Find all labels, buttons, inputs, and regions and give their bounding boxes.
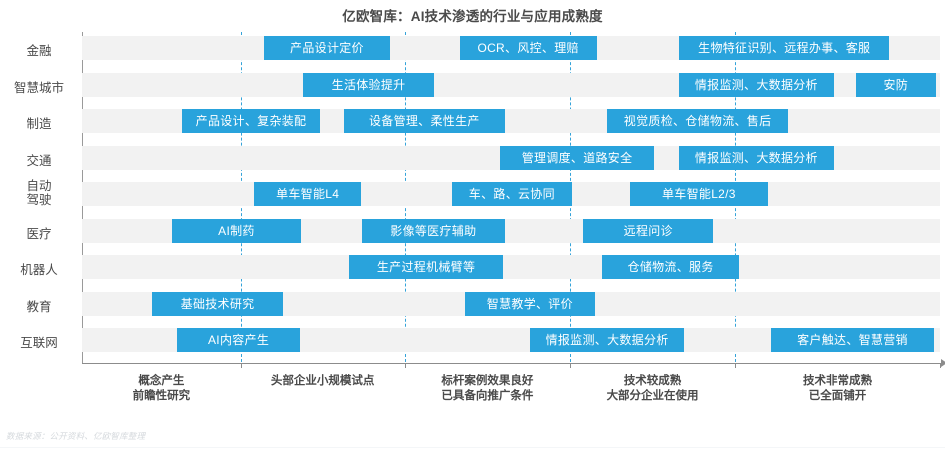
x-axis-tick [404, 363, 406, 368]
x-axis-arrow-icon [941, 359, 945, 367]
bar-segment[interactable]: 情报监测、大数据分析 [529, 328, 685, 352]
y-axis-label: 制造 [26, 117, 52, 131]
y-axis-label: 教育 [26, 299, 52, 314]
bar-segment[interactable]: 基础技术研究 [152, 291, 283, 316]
y-axis-label: 医疗 [26, 226, 52, 241]
x-axis-line [82, 363, 944, 364]
bar-segment[interactable]: 生产过程机械臂等 [348, 255, 504, 279]
x-axis-stage-label: 技术非常成熟已全面铺开 [802, 375, 872, 402]
bar-segment[interactable]: 设备管理、柔性生产 [343, 109, 505, 133]
bar-segment[interactable]: 客户触达、智慧营销 [770, 328, 934, 352]
y-axis-labels: 金融智慧城市制造交通自动驾驶医疗机器人教育互联网 [0, 32, 78, 362]
bar-segment[interactable]: 视觉质检、仓储物流、售后 [607, 109, 789, 133]
bar-segment[interactable]: 生物特征识别、远程办事、客服 [679, 36, 890, 60]
bar-segment[interactable]: AI内容产生 [177, 328, 300, 352]
x-axis-tick [240, 363, 242, 368]
footer-divider [0, 447, 945, 448]
bar-segment[interactable]: 影像等医疗辅助 [361, 218, 505, 243]
y-axis-label: 智慧城市 [13, 80, 64, 95]
bar-segment[interactable]: 情报监测、大数据分析 [679, 72, 834, 97]
bar-segment[interactable]: OCR、风控、理赔 [459, 36, 597, 60]
bar-segment[interactable]: 管理调度、道路安全 [499, 145, 655, 170]
x-axis-tick [570, 363, 572, 368]
y-axis-label: 互联网 [20, 336, 58, 350]
x-axis-stage-label: 标杆案例效果良好已具备向推广条件 [441, 375, 534, 402]
source-note: 数据来源：公开资料、亿欧智库整理 [6, 431, 146, 441]
y-axis-label: 金融 [26, 44, 52, 58]
bar-segment[interactable]: 产品设计、复杂装配 [182, 109, 320, 133]
y-axis-label: 自动驾驶 [26, 179, 52, 207]
x-axis-stage-label: 头部企业小规模试点 [270, 375, 375, 387]
bar-segment[interactable]: 安防 [855, 72, 936, 97]
y-axis-label: 交通 [26, 153, 52, 168]
bar-segment[interactable]: 单车智能L2/3 [630, 182, 768, 206]
page-title: 亿欧智库：AI技术渗透的行业与应用成熟度 [342, 9, 603, 24]
x-axis-stage-label: 技术较成熟大部分企业在使用 [606, 375, 699, 402]
bar-segment[interactable]: 情报监测、大数据分析 [679, 145, 834, 170]
bar-segment[interactable]: AI制药 [172, 218, 301, 243]
x-axis-tick [734, 363, 736, 368]
x-axis-stage-label: 概念产生前瞻性研究 [132, 375, 191, 402]
row-band [82, 255, 940, 279]
y-axis-label: 机器人 [20, 263, 58, 277]
bar-segment[interactable]: 智慧教学、评价 [464, 291, 596, 316]
bar-segment[interactable]: 产品设计定价 [263, 36, 391, 60]
bar-segment[interactable]: 生活体验提升 [303, 72, 434, 97]
bar-segment[interactable]: 单车智能L4 [254, 182, 361, 206]
bar-segment[interactable]: 仓储物流、服务 [601, 255, 740, 279]
bar-segment[interactable]: 远程问诊 [583, 218, 714, 243]
x-axis-tick [940, 363, 941, 368]
bar-segment[interactable]: 车、路、云协同 [451, 182, 572, 206]
